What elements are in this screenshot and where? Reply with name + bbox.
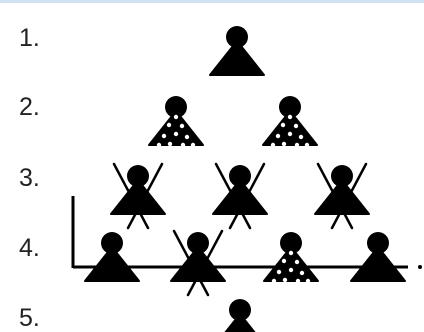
dot-mark <box>191 143 195 147</box>
figure-row5-1-solid <box>213 299 267 332</box>
figure-head <box>127 165 149 187</box>
figure-row4-2-crossed <box>171 231 225 295</box>
dot-mark <box>276 134 280 138</box>
figure-row3-1-crossed <box>111 164 165 228</box>
dot-mark <box>294 124 298 128</box>
dot-mark <box>288 132 292 136</box>
figure-row4-1-solid <box>85 232 139 281</box>
dot-mark <box>185 135 189 139</box>
figure-head <box>229 299 251 321</box>
dot-mark <box>272 279 276 283</box>
dot-mark <box>296 279 300 283</box>
dot-mark <box>277 270 281 274</box>
figure-head <box>229 165 251 187</box>
dot-mark <box>181 143 185 147</box>
dot-mark <box>295 143 299 147</box>
dot-mark <box>162 134 166 138</box>
figure-head <box>367 232 389 254</box>
figure-row2-1-dotted <box>149 96 203 147</box>
figure-row3-2-crossed <box>213 164 267 228</box>
figure-head <box>226 26 248 48</box>
dot-mark <box>168 142 172 146</box>
dot-mark <box>288 115 292 119</box>
dot-mark <box>282 142 286 146</box>
dot-mark <box>180 124 184 128</box>
figure-row4-4-solid <box>351 232 405 281</box>
dot-mark <box>305 143 309 147</box>
figure-head <box>101 232 123 254</box>
figure-head <box>279 96 301 118</box>
dot-mark <box>174 132 178 136</box>
figure-head <box>280 232 302 254</box>
dot-mark <box>295 260 299 264</box>
dot-mark <box>157 143 161 147</box>
dot-mark <box>281 123 285 127</box>
figure-row4-3-dotted <box>264 232 318 283</box>
figure-head <box>165 96 187 118</box>
figure-head <box>331 165 353 187</box>
dot-mark <box>299 135 303 139</box>
dot-mark <box>167 123 171 127</box>
axis-end-dot <box>418 265 422 269</box>
figure-head <box>187 232 209 254</box>
dot-mark <box>289 251 293 255</box>
dot-mark <box>174 115 178 119</box>
figure-row2-2-dotted <box>263 96 317 147</box>
dot-mark <box>300 271 304 275</box>
dot-mark <box>283 278 287 282</box>
figure-row3-3-crossed <box>315 164 369 228</box>
figure-row1-1-solid <box>210 26 264 75</box>
dot-mark <box>282 259 286 263</box>
dot-mark <box>271 143 275 147</box>
dot-mark <box>306 279 310 283</box>
dot-mark <box>289 268 293 272</box>
